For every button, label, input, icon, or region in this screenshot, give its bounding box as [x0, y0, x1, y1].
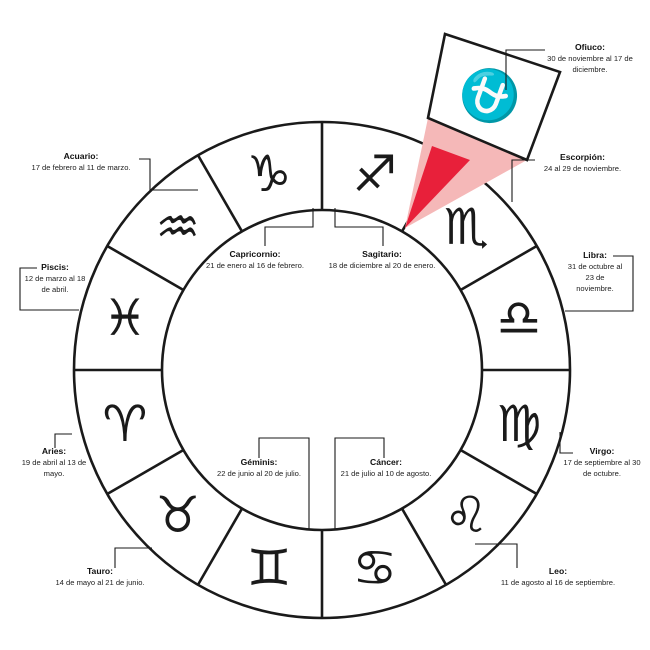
sign-glyph-sagitario: ♐	[352, 145, 397, 203]
leader-line	[334, 208, 384, 246]
label-sagitario: Sagitario: 18 de diciembre al 20 de ener…	[318, 249, 446, 271]
sign-glyph-leo: ♌	[444, 486, 489, 544]
label-acuario-dates: 17 de febrero al 11 de marzo.	[31, 163, 131, 172]
label-libra-name: Libra:	[583, 250, 607, 260]
segment-divider	[196, 154, 244, 233]
leader-line	[114, 547, 152, 568]
label-libra-dates: 31 de octubre al 23 de noviembre.	[567, 262, 623, 293]
label-aries-dates: 19 de abril al 13 de mayo.	[21, 458, 87, 478]
label-cancer: Cáncer: 21 de julio al 10 de agosto.	[333, 457, 439, 479]
sign-glyph-escorpion: ♏	[444, 198, 489, 256]
leader-line	[54, 433, 72, 448]
label-tauro-dates: 14 de mayo al 21 de junio.	[55, 578, 145, 587]
sign-glyph-acuario: ♒	[155, 198, 200, 256]
leader-line	[19, 267, 79, 311]
label-piscis-name: Piscis:	[41, 262, 69, 272]
segment-divider	[459, 448, 538, 496]
leader-lines	[19, 49, 634, 568]
leader-line	[565, 255, 634, 312]
label-tauro: Tauro: 14 de mayo al 21 de junio.	[41, 566, 159, 588]
label-sagitario-dates: 18 de diciembre al 20 de enero.	[328, 261, 436, 270]
label-sagitario-name: Sagitario:	[362, 249, 402, 259]
label-leo-name: Leo:	[548, 566, 568, 576]
leader-line	[334, 437, 385, 530]
leader-line	[505, 49, 545, 90]
sign-glyph-virgo: ♍	[497, 395, 542, 453]
label-ofiuco-name: Ofiuco:	[574, 42, 606, 52]
label-capricornio-dates: 21 de enero al 16 de febrero.	[206, 261, 304, 270]
sign-glyph-cancer: ♋	[352, 539, 397, 597]
label-cancer-dates: 21 de julio al 10 de agosto.	[340, 469, 432, 478]
label-geminis-dates: 22 de junio al 20 de julio.	[216, 469, 302, 478]
label-ofiuco-dates: 30 de noviembre al 17 de diciembre.	[547, 54, 633, 74]
label-aries: Aries: 19 de abril al 13 de mayo.	[20, 446, 88, 479]
label-aries-name: Aries:	[41, 446, 67, 456]
label-virgo-dates: 17 de septiembre al 30 de octubre.	[563, 458, 641, 478]
label-piscis: Piscis: 12 de marzo al 18 de abril.	[20, 262, 90, 295]
label-tauro-name: Tauro:	[86, 566, 114, 576]
segment-divider	[106, 244, 185, 292]
segment-divider	[459, 244, 538, 292]
label-cancer-name: Cáncer:	[370, 457, 402, 467]
label-piscis-dates: 12 de marzo al 18 de abril.	[24, 274, 86, 294]
leader-line	[139, 158, 198, 191]
zodiac-ring: ♑ ♒♓ ♈♉ ♊ ♋ ♌♍ ♎♏ ♐	[72, 120, 572, 620]
sign-glyph-aries: ♈	[103, 395, 148, 453]
segment-divider	[106, 448, 185, 496]
label-acuario-name: Acuario:	[63, 151, 99, 161]
label-virgo-name: Virgo:	[589, 446, 615, 456]
label-leo: Leo: 11 de agosto al 16 de septiembre.	[482, 566, 634, 588]
segment-divider	[196, 507, 244, 586]
label-libra: Libra: 31 de octubre al 23 de noviembre.	[566, 250, 624, 294]
sign-glyph-libra: ♎	[497, 289, 542, 347]
sign-glyph-piscis: ♓	[103, 289, 148, 347]
label-acuario: Acuario: 17 de febrero al 11 de marzo.	[22, 151, 140, 173]
label-capricornio-name: Capricornio:	[229, 249, 281, 259]
label-escorpion-dates: 24 al 29 de noviembre.	[543, 164, 622, 173]
label-escorpion-name: Escorpión:	[560, 152, 605, 162]
leader-line	[511, 159, 535, 202]
ofiuco-beam	[405, 146, 470, 228]
ofiuco-beam-light	[405, 118, 527, 228]
sign-glyph-geminis: ♊	[247, 539, 292, 597]
leader-line	[264, 208, 314, 246]
sign-glyph-tauro: ♉	[155, 486, 200, 544]
leader-line	[559, 432, 573, 454]
label-geminis-name: Géminis:	[240, 457, 278, 467]
label-ofiuco: Ofiuco: 30 de noviembre al 17 de diciemb…	[545, 42, 635, 75]
label-leo-dates: 11 de agosto al 16 de septiembre.	[500, 578, 616, 587]
ofiuco-highlight: ⛎	[405, 32, 562, 228]
label-escorpion: Escorpión: 24 al 29 de noviembre.	[525, 152, 640, 174]
leader-line	[475, 543, 518, 568]
sign-glyph-capricornio: ♑	[247, 145, 292, 203]
segment-divider	[400, 507, 448, 586]
label-geminis: Géminis: 22 de junio al 20 de julio.	[206, 457, 312, 479]
label-capricornio: Capricornio: 21 de enero al 16 de febrer…	[199, 249, 311, 271]
label-virgo: Virgo: 17 de septiembre al 30 de octubre…	[563, 446, 641, 479]
leader-line	[258, 437, 310, 530]
